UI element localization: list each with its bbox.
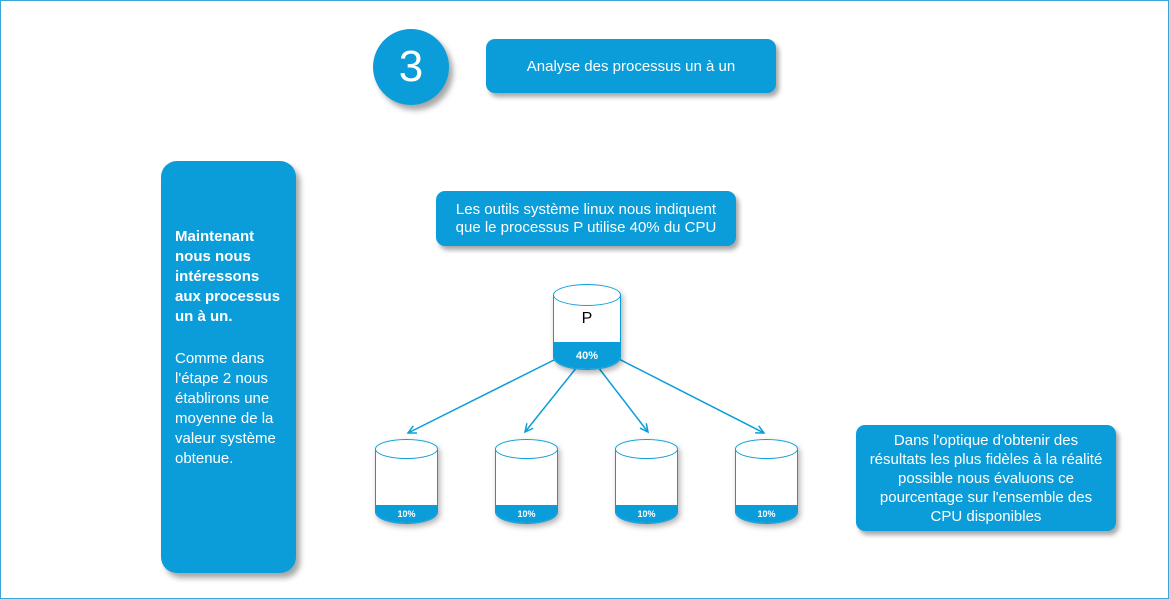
step-number: 3 (398, 42, 424, 91)
left-note-bold-text: Maintenant nous nous intéressons aux pro… (175, 228, 281, 325)
cylinder-usage-band: 10% (736, 505, 797, 523)
cylinder-cpu-3: 10% (615, 439, 678, 524)
arrow-line (406, 355, 563, 434)
arrow-line (597, 366, 650, 434)
cylinder-process-p: 40% P (553, 284, 621, 370)
cylinder-usage-band: 10% (616, 505, 677, 523)
cylinder-body: 10% (615, 449, 678, 524)
cylinder-usage-band: 10% (376, 505, 437, 523)
cylinder-usage-band: 40% (554, 342, 620, 369)
title-text: Analyse des processus un à un (526, 57, 736, 75)
cylinder-body: 10% (495, 449, 558, 524)
step-number-badge: 3 (373, 29, 449, 105)
right-note-text: Dans l'optique d'obtenir des résultats l… (869, 431, 1103, 525)
cylinder-top (495, 439, 558, 459)
cylinder-top (375, 439, 438, 459)
cylinder-body: 10% (375, 449, 438, 524)
cylinder-body: 40% (553, 295, 621, 370)
left-note-body-text: Comme dans l'étape 2 nous établirons une… (175, 350, 276, 467)
cylinder-cpu-1: 10% (375, 439, 438, 524)
cylinder-cpu-2: 10% (495, 439, 558, 524)
cylinder-top (553, 284, 621, 306)
info-box: Les outils système linux nous indiquent … (436, 191, 736, 246)
cylinder-usage-band: 10% (496, 505, 557, 523)
cylinder-top (735, 439, 798, 459)
arrow-line (612, 355, 766, 434)
cylinder-top (615, 439, 678, 459)
arrow-line (523, 366, 578, 434)
left-note-panel: Maintenant nous nous intéressons aux pro… (161, 161, 296, 573)
cylinder-cpu-4: 10% (735, 439, 798, 524)
cylinder-label: P (581, 310, 593, 327)
info-text: Les outils système linux nous indiquent … (455, 200, 717, 236)
right-note-panel: Dans l'optique d'obtenir des résultats l… (856, 425, 1116, 531)
title-box: Analyse des processus un à un (486, 39, 776, 93)
cylinder-body: 10% (735, 449, 798, 524)
